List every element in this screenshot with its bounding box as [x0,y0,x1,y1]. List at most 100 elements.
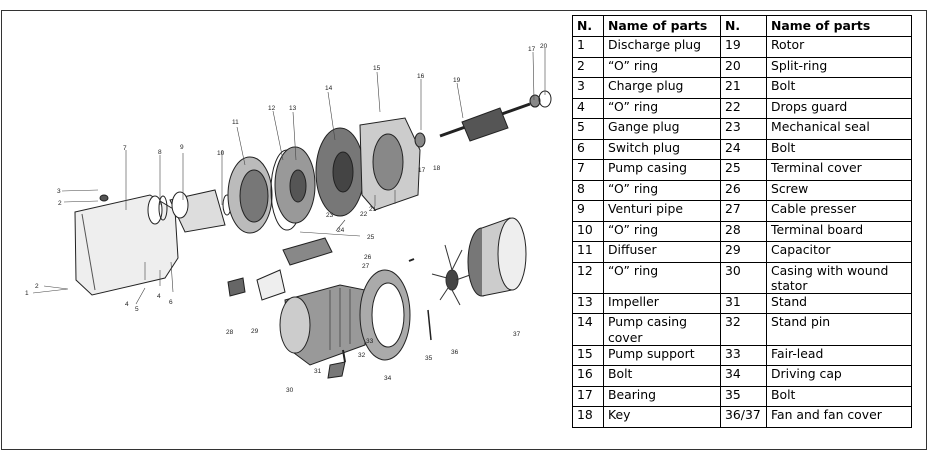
part-name-cell: Cable presser [766,200,912,222]
part-name-cell: Impeller [603,292,721,315]
part-name-cell: Casing with wound stator [766,261,912,294]
part-number-cell: 8 [572,179,604,201]
callout-label: 13 [289,105,297,112]
part-number-cell: 16 [572,365,604,387]
callout-label: 33 [366,338,374,345]
part-name-cell: Discharge plug [603,36,721,58]
part-name-cell: Screw [766,179,912,201]
column-header: Name of parts [766,15,912,37]
callout-label: 35 [425,355,433,362]
callout-label: 32 [358,352,366,359]
part-number-cell: 14 [572,313,604,346]
exploded-pump-diagram: 1 2 2 3 4 4 5 6 7 8 9 10 11 12 13 14 15 … [25,43,552,394]
part-name-cell: Split-ring [766,56,912,78]
rotor-part [461,107,509,142]
column-header: N. [572,15,604,37]
part-name-cell: Stand pin [766,313,912,346]
part-number-cell: 17 [572,385,604,408]
callout-label: 19 [453,77,461,84]
callout-label: 22 [360,211,368,218]
part-name-cell: Charge plug [603,77,721,99]
part-name-cell: Stand [766,292,912,315]
callout-label: 23 [326,212,334,219]
part-name-cell: Rotor [766,36,912,58]
part-name-cell: Fan and fan cover [766,406,912,428]
part-name-cell: Bolt [603,365,721,387]
part-number-cell: 13 [572,292,604,315]
callout-label: 2 [35,283,39,290]
callout-label: 15 [373,65,381,72]
callout-label: 31 [314,368,322,375]
callout-label: 8 [158,149,162,156]
o-ring-8-part [158,195,168,221]
callout-label: 1 [25,290,29,297]
terminal-board-part [227,277,246,297]
part-name-cell: Driving cap [766,365,912,387]
part-number-cell: 31 [720,292,767,315]
part-name-cell: Diffuser [603,241,721,263]
part-number-cell: 32 [720,313,767,346]
part-number-cell: 34 [720,365,767,387]
stand-pin-part [342,349,346,363]
callout-label: 21 [369,206,377,213]
part-number-cell: 1 [572,36,604,58]
part-number-cell: 25 [720,159,767,181]
callout-label: 7 [123,145,127,152]
pump-casing-part [74,194,179,296]
fan-part [431,244,471,306]
callout-label: 4 [157,293,161,300]
callout-label: 20 [540,43,548,50]
part-name-cell: “O” ring [603,261,721,294]
part-number-cell: 30 [720,261,767,294]
callout-label: 9 [180,144,184,151]
part-number-cell: 11 [572,241,604,263]
motor-casing-part [279,284,366,366]
venturi-pipe-part [169,189,226,233]
callout-label: 26 [364,254,372,261]
part-name-cell: Gange plug [603,118,721,140]
part-name-cell: Bearing [603,385,721,408]
part-name-cell: Fair-lead [766,344,912,367]
part-number-cell: 23 [720,118,767,140]
part-number-cell: 10 [572,220,604,242]
part-number-cell: 24 [720,138,767,160]
part-number-cell: 7 [572,159,604,181]
part-number-cell: 22 [720,97,767,119]
leader-lines [32,48,546,305]
part-number-cell: 6 [572,138,604,160]
capacitor-part [256,269,286,301]
callout-label: 3 [57,188,61,195]
part-name-cell: Bolt [766,385,912,408]
bolt-part [427,309,432,341]
callout-label: 14 [325,85,333,92]
part-name-cell: “O” ring [603,97,721,119]
callout-label: 34 [384,375,392,382]
part-number-cell: 4 [572,97,604,119]
part-number-cell: 5 [572,118,604,140]
terminal-cover-part [282,237,333,266]
callout-label: 28 [226,329,234,336]
callout-label: 27 [362,263,370,270]
column-header: Name of parts [603,15,721,37]
part-number-cell: 3 [572,77,604,99]
part-number-cell: 35 [720,385,767,408]
part-name-cell: Bolt [766,138,912,160]
part-number-cell: 18 [572,406,604,428]
part-number-cell: 9 [572,200,604,222]
part-name-cell: Drops guard [766,97,912,119]
part-name-cell: “O” ring [603,179,721,201]
callout-label: 29 [251,328,259,335]
